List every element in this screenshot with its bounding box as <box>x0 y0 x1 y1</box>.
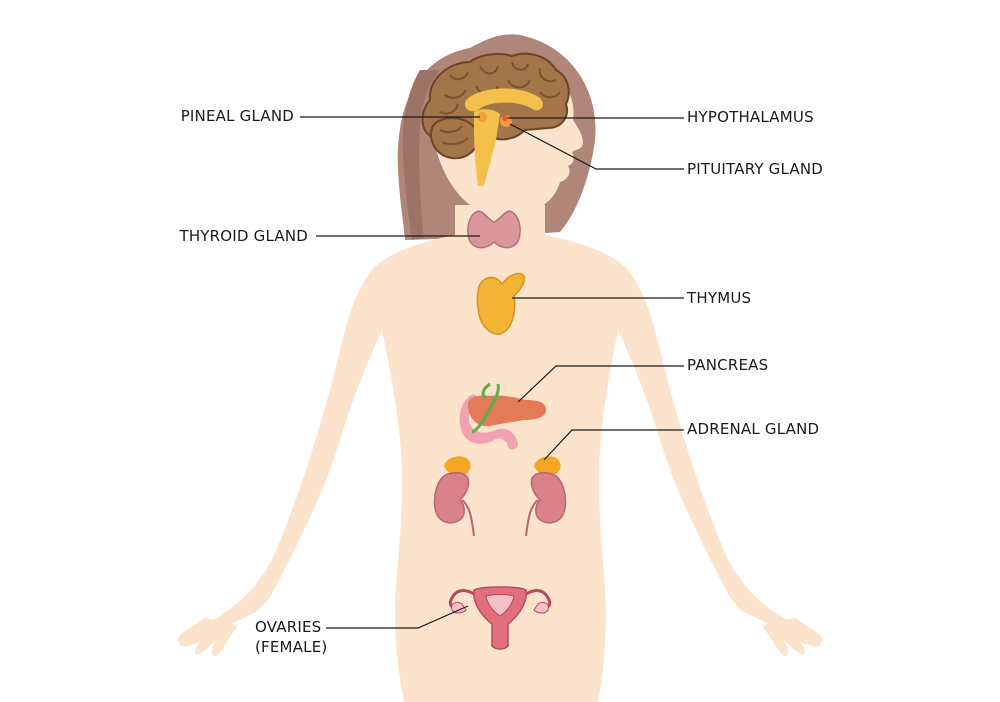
label-thyroid-gland: THYROID GLAND <box>179 227 308 245</box>
hypothalamus-spot <box>502 115 508 121</box>
uterus <box>473 586 527 650</box>
leader-adrenal <box>543 429 684 461</box>
label-pancreas: PANCREAS <box>687 356 769 374</box>
leader-pancreas <box>517 365 684 403</box>
label-thymus: THYMUS <box>687 289 752 307</box>
body-silhouette <box>179 205 821 702</box>
thymus <box>476 272 526 335</box>
ureters <box>461 499 539 537</box>
label-ovaries-female: (FEMALE) <box>255 638 328 656</box>
thyroid-gland <box>467 210 521 249</box>
label-adrenal-gland: ADRENAL GLAND <box>687 420 820 438</box>
adrenal-gland-right <box>534 456 561 476</box>
reproductive-organs <box>448 586 552 650</box>
kidney-left <box>433 472 470 524</box>
label-ovaries: OVARIES <box>255 618 322 636</box>
label-pineal-gland: PINEAL GLAND <box>180 107 294 125</box>
pineal-gland <box>477 112 487 122</box>
pancreas-shape <box>467 395 546 427</box>
leader-pituitary <box>509 123 684 170</box>
leader-ovaries <box>326 605 469 629</box>
label-pituitary-gland: PITUITARY GLAND <box>687 160 824 178</box>
hair-front <box>402 70 440 240</box>
hypothalamus-region <box>464 88 543 112</box>
right-hand <box>762 618 823 657</box>
uterus-inner <box>485 594 515 617</box>
brain <box>421 52 570 186</box>
ovary-left <box>451 601 467 614</box>
duodenum <box>459 394 518 450</box>
brainstem <box>474 109 500 186</box>
ovary-right <box>533 601 549 614</box>
adrenal-gland-left <box>444 456 471 476</box>
leader-lines <box>300 116 684 629</box>
bile-duct <box>471 382 500 434</box>
left-hand <box>177 618 238 657</box>
kidney-right <box>530 472 567 524</box>
label-hypothalamus: HYPOTHALAMUS <box>687 108 814 126</box>
